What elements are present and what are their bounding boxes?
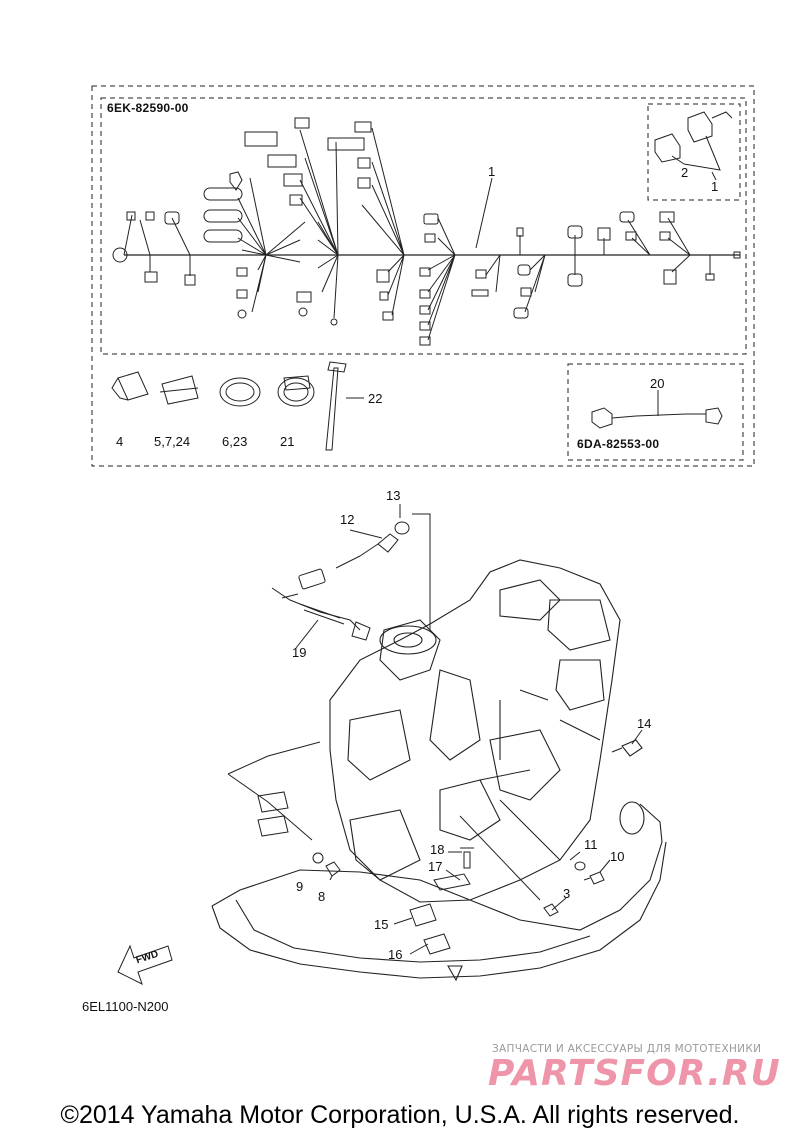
callout-3: 3 xyxy=(563,886,571,901)
callout-20: 20 xyxy=(650,376,665,391)
sensor-12 xyxy=(298,533,399,590)
callout-16: 16 xyxy=(388,947,403,962)
harness-connectors xyxy=(112,111,741,346)
callout-6-23: 6,23 xyxy=(222,434,248,449)
callout-4: 4 xyxy=(116,434,124,449)
harness-kit-inner-box xyxy=(100,97,747,355)
clamps-row xyxy=(111,361,347,451)
harness-branch-group-4 xyxy=(427,217,546,341)
callout-14: 14 xyxy=(637,716,652,731)
small-parts xyxy=(257,791,605,955)
sensor-19 xyxy=(271,587,371,641)
callout-1-main: 1 xyxy=(488,164,496,179)
callout-19: 19 xyxy=(292,645,307,660)
engine-block xyxy=(329,559,643,903)
callout-22: 22 xyxy=(368,391,383,406)
harness-kit-outer-box xyxy=(91,85,755,467)
callout-8: 8 xyxy=(318,889,326,904)
o-ring-13 xyxy=(394,521,410,535)
bottom-cowling xyxy=(211,801,667,982)
callout-13: 13 xyxy=(386,488,401,503)
callout-10: 10 xyxy=(610,849,625,864)
coupler-sub-box xyxy=(647,103,741,201)
harness-branch-group-5 xyxy=(574,217,735,275)
watermark-brand: PARTSFOR.RU xyxy=(488,1053,781,1094)
callout-9: 9 xyxy=(296,879,304,894)
callout-21: 21 xyxy=(280,434,295,449)
sensor-leaders xyxy=(227,504,643,955)
callout-2: 2 xyxy=(681,165,689,180)
lead-20 xyxy=(591,407,723,429)
figure-code: 6EL1100-N200 xyxy=(82,999,169,1014)
callout-15: 15 xyxy=(374,917,389,932)
harness-branch-group-2 xyxy=(299,129,339,319)
callout-12: 12 xyxy=(340,512,355,527)
fwd-arrow xyxy=(117,944,173,985)
lead-kit-code: 6DA-82553-00 xyxy=(577,437,660,451)
callout-5-7-24: 5,7,24 xyxy=(154,434,191,449)
callout-1-coupler: 1 xyxy=(711,179,719,194)
callout-leaders xyxy=(346,135,721,416)
callout-18: 18 xyxy=(430,842,445,857)
callout-11: 11 xyxy=(584,837,598,852)
harness-kit-code: 6EK-82590-00 xyxy=(107,101,189,115)
harness-branch-group-1 xyxy=(123,177,306,313)
harness-branch-group-3 xyxy=(361,127,405,316)
watermark-tagline: ЗАПЧАСТИ И АКСЕССУАРЫ ДЛЯ МОТОТЕХНИКИ xyxy=(492,1043,762,1055)
copyright-notice: ©2014 Yamaha Motor Corporation, U.S.A. A… xyxy=(60,1101,740,1129)
callout-17: 17 xyxy=(428,859,443,874)
